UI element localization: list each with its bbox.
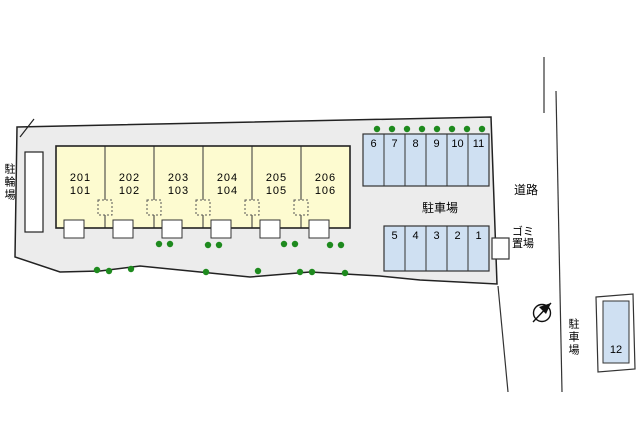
- main-parking-label: 駐車場: [421, 201, 458, 215]
- unit-rect: [55, 145, 106, 229]
- bike-shed: [24, 151, 44, 233]
- south-stall-row: [383, 225, 490, 272]
- remote-parking-label: 駐車場: [567, 318, 579, 357]
- shrub-icon: [166, 240, 174, 248]
- partition-box: [244, 199, 260, 216]
- corner-tick: [19, 118, 35, 138]
- shrub-icon: [280, 240, 288, 248]
- shrubs: [93, 125, 486, 277]
- shrub-icon: [463, 125, 471, 133]
- partition-box: [293, 199, 309, 216]
- shrub-icon: [388, 125, 396, 133]
- north-stall-row: [362, 133, 490, 187]
- porches: [63, 219, 330, 239]
- road-label: 道路: [514, 183, 539, 197]
- partition-box: [195, 199, 211, 216]
- shrub-icon: [127, 265, 135, 273]
- stall-12-rect: [602, 300, 630, 364]
- stall-number: 12: [609, 344, 623, 356]
- stall-number: 9: [433, 138, 440, 150]
- porch: [308, 219, 330, 239]
- shrub-icon: [254, 267, 262, 275]
- shrub-icon: [326, 241, 334, 249]
- shrub-icon: [105, 267, 113, 275]
- porch: [210, 219, 232, 239]
- porch: [259, 219, 281, 239]
- partition-box: [146, 199, 162, 216]
- shrub-icon: [403, 125, 411, 133]
- stall-number: 2: [454, 230, 461, 242]
- shrub-icon: [418, 125, 426, 133]
- stall-number: 10: [451, 138, 464, 150]
- shrub-icon: [373, 125, 381, 133]
- shrub-icon: [93, 266, 101, 274]
- shrub-icon: [337, 241, 345, 249]
- stall-block: [383, 225, 490, 272]
- building-outline: [55, 145, 351, 229]
- shrub-icon: [478, 125, 486, 133]
- porch: [112, 219, 134, 239]
- shrub-icon: [215, 241, 223, 249]
- shrub-icon: [433, 125, 441, 133]
- stall-number: 5: [391, 230, 398, 242]
- garbage-label: ゴミ 置場: [512, 226, 534, 250]
- road-edge-right: [555, 90, 563, 393]
- shrub-icon: [448, 125, 456, 133]
- porch: [63, 219, 85, 239]
- garbage-box: [491, 237, 510, 260]
- shrub-icon: [296, 268, 304, 276]
- stall-number: 7: [391, 138, 398, 150]
- shrub-icon: [204, 241, 212, 249]
- stall-number: 3: [433, 230, 440, 242]
- stall-number: 1: [475, 230, 482, 242]
- balcony-partitions: [97, 199, 309, 216]
- stall-number: 8: [412, 138, 419, 150]
- porch: [161, 219, 183, 239]
- north-arrow-icon: [532, 302, 552, 323]
- stall-number: 6: [370, 138, 377, 150]
- partition-box: [97, 199, 113, 216]
- stall-number: 11: [472, 138, 485, 150]
- shrub-icon: [155, 240, 163, 248]
- road-edge-left-lower: [497, 285, 509, 393]
- bike-parking-label: 駐輪場: [3, 163, 15, 202]
- building: [55, 145, 351, 229]
- stall-number: 4: [412, 230, 419, 242]
- unit-rect: [104, 145, 155, 229]
- shrub-icon: [341, 269, 349, 277]
- shrub-icon: [291, 240, 299, 248]
- shrub-icon: [308, 268, 316, 276]
- shrub-icon: [202, 268, 210, 276]
- remote-parking-parcel: [595, 293, 636, 373]
